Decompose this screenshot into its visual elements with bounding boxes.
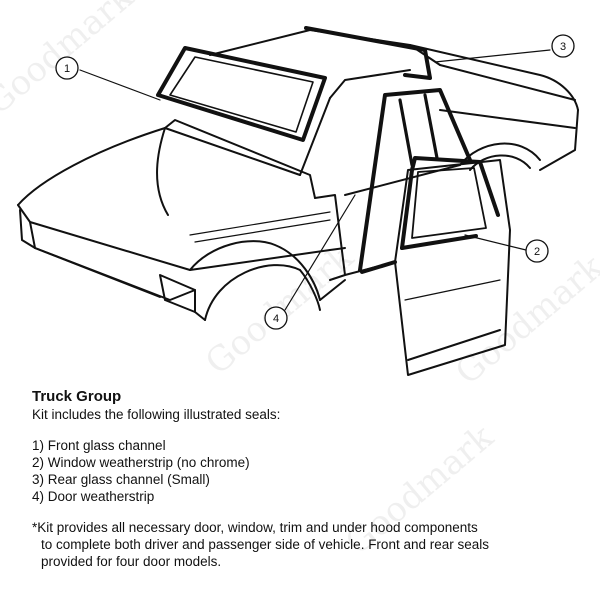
callout-2: 2 bbox=[525, 239, 549, 263]
callout-1: 1 bbox=[55, 56, 79, 80]
window-weatherstrip bbox=[400, 156, 500, 250]
callout-2-number: 2 bbox=[534, 246, 540, 258]
front-glass-channel bbox=[156, 46, 327, 142]
note-line-2: to complete both driver and passenger si… bbox=[41, 537, 489, 552]
callout-4-number: 4 bbox=[273, 313, 279, 325]
open-door bbox=[394, 159, 511, 376]
seal-list: 1) Front glass channel 2) Window weather… bbox=[32, 437, 582, 505]
note-line-1: *Kit provides all necessary door, window… bbox=[32, 520, 478, 535]
kit-note: *Kit provides all necessary door, window… bbox=[32, 519, 582, 570]
list-item: 1) Front glass channel bbox=[32, 438, 166, 453]
caption-intro: Kit includes the following illustrated s… bbox=[32, 407, 281, 422]
list-item: 2) Window weatherstrip (no chrome) bbox=[32, 455, 250, 470]
callout-4: 4 bbox=[264, 306, 288, 330]
callout-3: 3 bbox=[551, 34, 575, 58]
list-item: 3) Rear glass channel (Small) bbox=[32, 472, 210, 487]
callout-1-number: 1 bbox=[64, 63, 70, 75]
rear-glass-channel bbox=[304, 26, 432, 80]
note-line-3: provided for four door models. bbox=[41, 554, 222, 569]
callout-3-number: 3 bbox=[560, 41, 566, 53]
leader-lines bbox=[79, 49, 551, 311]
list-item: 4) Door weatherstrip bbox=[32, 489, 155, 504]
truck-diagram: 1 2 3 4 bbox=[17, 26, 579, 376]
door-weatherstrip bbox=[358, 88, 472, 274]
caption: Truck Group Kit includes the following i… bbox=[32, 388, 582, 570]
caption-title: Truck Group bbox=[32, 388, 122, 405]
